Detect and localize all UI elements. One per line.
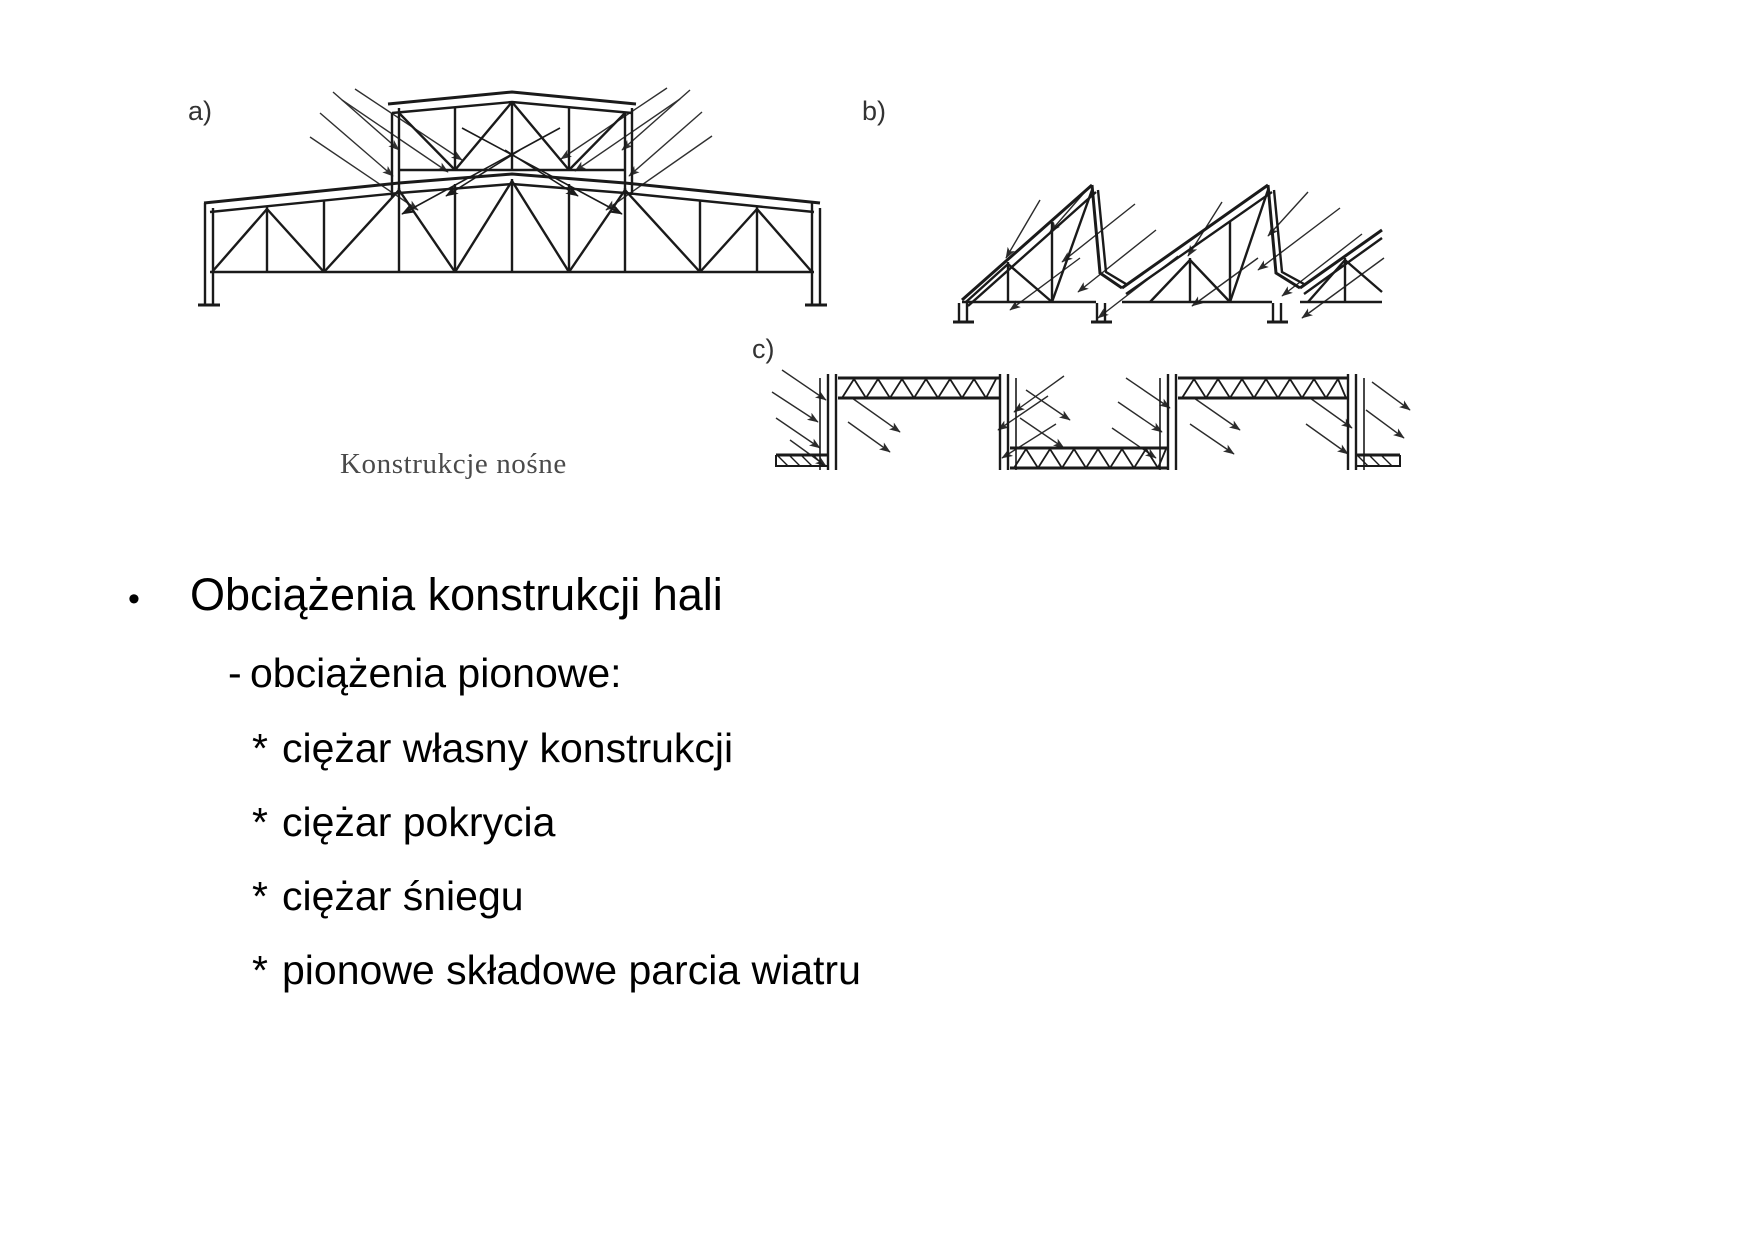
bullet-text-0: Obciążenia konstrukcji hali xyxy=(190,569,723,620)
bullet-text-3: ciężar pokrycia xyxy=(282,799,556,845)
bullet-text-5: pionowe składowe parcia wiatru xyxy=(282,947,861,993)
figure-label-c: c) xyxy=(752,334,775,364)
bullet-marker-asterisk: * xyxy=(252,873,268,919)
bullet-marker-asterisk: * xyxy=(252,725,268,771)
figure-caption: Konstrukcje nośne xyxy=(340,448,567,480)
bullet-marker-dot: • xyxy=(128,580,140,618)
bullet-text-1: obciążenia pionowe: xyxy=(250,650,622,696)
bullet-item-0: • Obciążenia konstrukcji hali xyxy=(128,555,1754,635)
bullet-marker-asterisk: * xyxy=(252,799,268,845)
bullet-item-5: * pionowe składowe parcia wiatru xyxy=(252,933,1754,1007)
figure-label-b: b) xyxy=(862,96,886,126)
diagram-c-flat-roof-section xyxy=(771,369,1411,470)
bullet-text-2: ciężar własny konstrukcji xyxy=(282,725,734,771)
figure-label-a: a) xyxy=(188,96,212,126)
bullet-marker-asterisk: * xyxy=(252,947,268,993)
content-bullet-list: • Obciążenia konstrukcji hali - obciążen… xyxy=(0,555,1754,1007)
bullet-item-2: * ciężar własny konstrukcji xyxy=(252,711,1754,785)
bullet-item-1: - obciążenia pionowe: xyxy=(228,635,1754,711)
bullet-item-3: * ciężar pokrycia xyxy=(252,785,1754,859)
bullet-marker-dash: - xyxy=(228,650,242,696)
diagram-a-hall-section xyxy=(198,87,827,307)
figure-area: a) b) c) Konstrukcje nośne xyxy=(0,0,1754,520)
bullet-item-4: * ciężar śniegu xyxy=(252,859,1754,933)
structural-diagrams-svg: a) b) c) xyxy=(188,87,1411,470)
diagram-b-sawtooth-section xyxy=(953,183,1385,324)
bullet-text-4: ciężar śniegu xyxy=(282,873,524,919)
